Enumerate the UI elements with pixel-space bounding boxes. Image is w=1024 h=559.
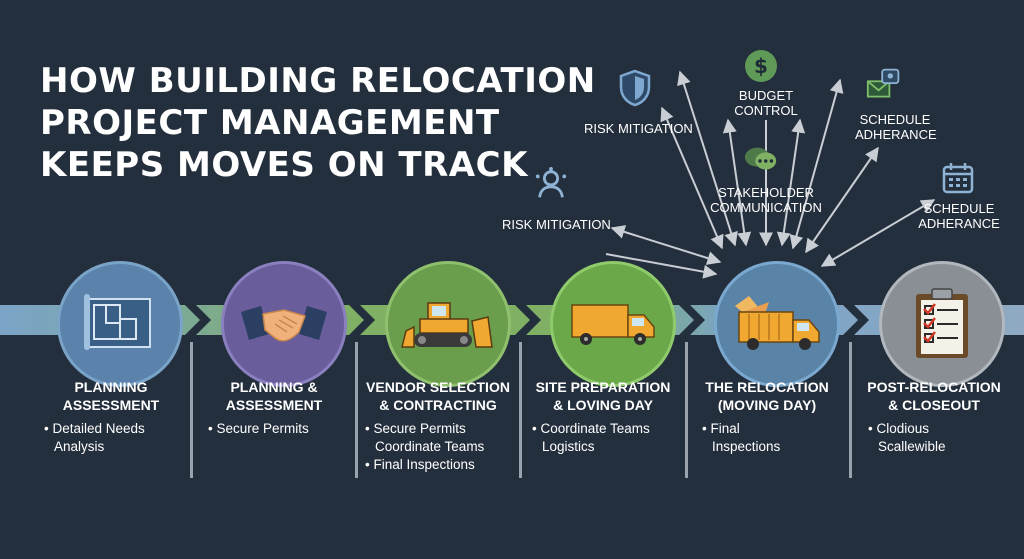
stage-5-circle	[714, 261, 840, 387]
list-item: • Final Inspections	[365, 457, 475, 472]
stage-5-title-line-1: THE RELOCATION	[705, 379, 829, 395]
dollar-icon: $	[743, 48, 779, 84]
title-line-3: KEEPS MOVES ON TRACK	[40, 145, 528, 185]
list-item: Scallewible	[878, 439, 946, 454]
stage-3-title: VENDOR SELECTION & CONTRACTING	[357, 378, 519, 414]
budget-line-2: CONTROL	[734, 103, 798, 118]
schedule2-line-1: SCHEDULE	[923, 201, 995, 216]
list-item: Analysis	[54, 439, 105, 454]
calendar-icon	[940, 160, 976, 196]
chevron-3	[515, 305, 541, 335]
stakeholder-line-1: STAKEHOLDER	[718, 185, 814, 200]
bulldozer-icon	[401, 302, 493, 348]
stage-1-title-line-2: ASSESSMENT	[62, 397, 160, 413]
stage-1-circle	[57, 261, 183, 387]
arrow-risk2	[610, 225, 722, 265]
title-line-1: HOW BUILDING RELOCATION	[40, 61, 596, 101]
schedule1-line-1: SCHEDULE	[859, 112, 931, 127]
stage-3-title-line-1: VENDOR SELECTION	[366, 379, 510, 395]
stage-5-list: • Final Inspections	[702, 420, 852, 456]
chevron-2	[349, 305, 375, 335]
arrow-schedule2	[820, 199, 936, 267]
stage-4-title-line-2: & LOVING DAY	[553, 397, 653, 413]
stage-4-title-line-1: SITE PREPARATION	[535, 379, 671, 395]
list-item: Coordinate Teams	[375, 439, 485, 454]
arrow-budget-left	[722, 118, 752, 247]
divider-1	[190, 342, 193, 478]
people-icon	[533, 166, 569, 202]
budget-line-1: BUDGET	[738, 88, 794, 103]
truck-icon	[571, 304, 655, 345]
arrow-top-left	[677, 70, 738, 247]
list-item: • Detailed Needs	[44, 421, 145, 436]
shield-icon	[617, 69, 653, 107]
label-risk-mitigation-1: RISK MITIGATION	[584, 121, 693, 136]
stage-2-list: • Secure Permits	[208, 420, 358, 438]
stage-2-title-line-2: ASSESSMENT	[225, 397, 323, 413]
stakeholder-line-2: COMMUNICATION	[710, 200, 822, 215]
stage-2-title: PLANNING & ASSESSMENT	[193, 378, 355, 414]
list-item: • Secure Permits	[365, 421, 466, 436]
page-title: HOW BUILDING RELOCATION PROJECT MANAGEME…	[40, 60, 600, 186]
list-item: • Final	[702, 421, 740, 436]
stage-4-title: SITE PREPARATION & LOVING DAY	[522, 378, 684, 414]
divider-4	[685, 342, 688, 478]
label-stakeholder-communication: STAKEHOLDER COMMUNICATION	[706, 185, 826, 215]
svg-text:$: $	[754, 54, 768, 78]
stage-6-list: • Clodious Scallewible	[868, 420, 1018, 456]
stage-4-circle	[550, 261, 676, 387]
stage-6-title-line-2: & CLOSEOUT	[888, 397, 980, 413]
arrow-left-low	[605, 253, 718, 279]
divider-3	[519, 342, 522, 478]
label-schedule-adherance-2: SCHEDULE ADHERANCE	[916, 201, 1002, 231]
stage-5-title-line-2: (MOVING DAY)	[717, 397, 817, 413]
list-item: • Clodious	[868, 421, 930, 436]
chat-bubbles-icon	[743, 142, 779, 178]
envelope-chat-icon	[866, 66, 902, 102]
list-item: • Secure Permits	[208, 421, 309, 436]
blueprint-icon	[84, 294, 151, 350]
divider-2	[355, 342, 358, 478]
checklist-icon	[916, 288, 968, 358]
label-budget-control: BUDGET CONTROL	[728, 88, 804, 118]
chevron-5	[843, 305, 869, 335]
chevron-1	[185, 305, 211, 335]
stage-6-circle	[879, 261, 1005, 387]
label-risk-mitigation-2: RISK MITIGATION	[502, 217, 611, 232]
stage-1-title-line-1: PLANNING	[74, 379, 148, 395]
stage-3-circle	[385, 261, 511, 387]
stage-1-list: • Detailed Needs Analysis	[44, 420, 194, 456]
chevron-4	[679, 305, 705, 335]
stage-6-title-line-1: POST-RELOCATION	[867, 379, 1001, 395]
stage-2-circle	[221, 261, 347, 387]
list-item: Inspections	[712, 439, 781, 454]
title-line-2: PROJECT MANAGEMENT	[40, 103, 500, 143]
schedule1-line-2: ADHERANCE	[855, 127, 937, 142]
list-item: • Coordinate Teams	[532, 421, 650, 436]
stage-3-title-line-2: & CONTRACTING	[379, 397, 497, 413]
stage-5-title: THE RELOCATION (MOVING DAY)	[686, 378, 848, 414]
list-item: Logistics	[542, 439, 595, 454]
stage-6-title: POST-RELOCATION & CLOSEOUT	[853, 378, 1015, 414]
divider-5	[849, 342, 852, 478]
label-schedule-adherance-1: SCHEDULE ADHERANCE	[855, 112, 937, 142]
stage-2-title-line-1: PLANNING &	[230, 379, 318, 395]
handshake-icon	[241, 306, 327, 342]
arrow-budget-right	[776, 118, 806, 247]
moving-truck-icon	[735, 296, 820, 350]
schedule2-line-2: ADHERANCE	[918, 216, 1000, 231]
stage-1-title: PLANNING ASSESSMENT	[30, 378, 192, 414]
stage-4-list: • Coordinate Teams Logistics	[532, 420, 682, 456]
stage-3-list: • Secure Permits Coordinate Teams • Fina…	[365, 420, 515, 474]
